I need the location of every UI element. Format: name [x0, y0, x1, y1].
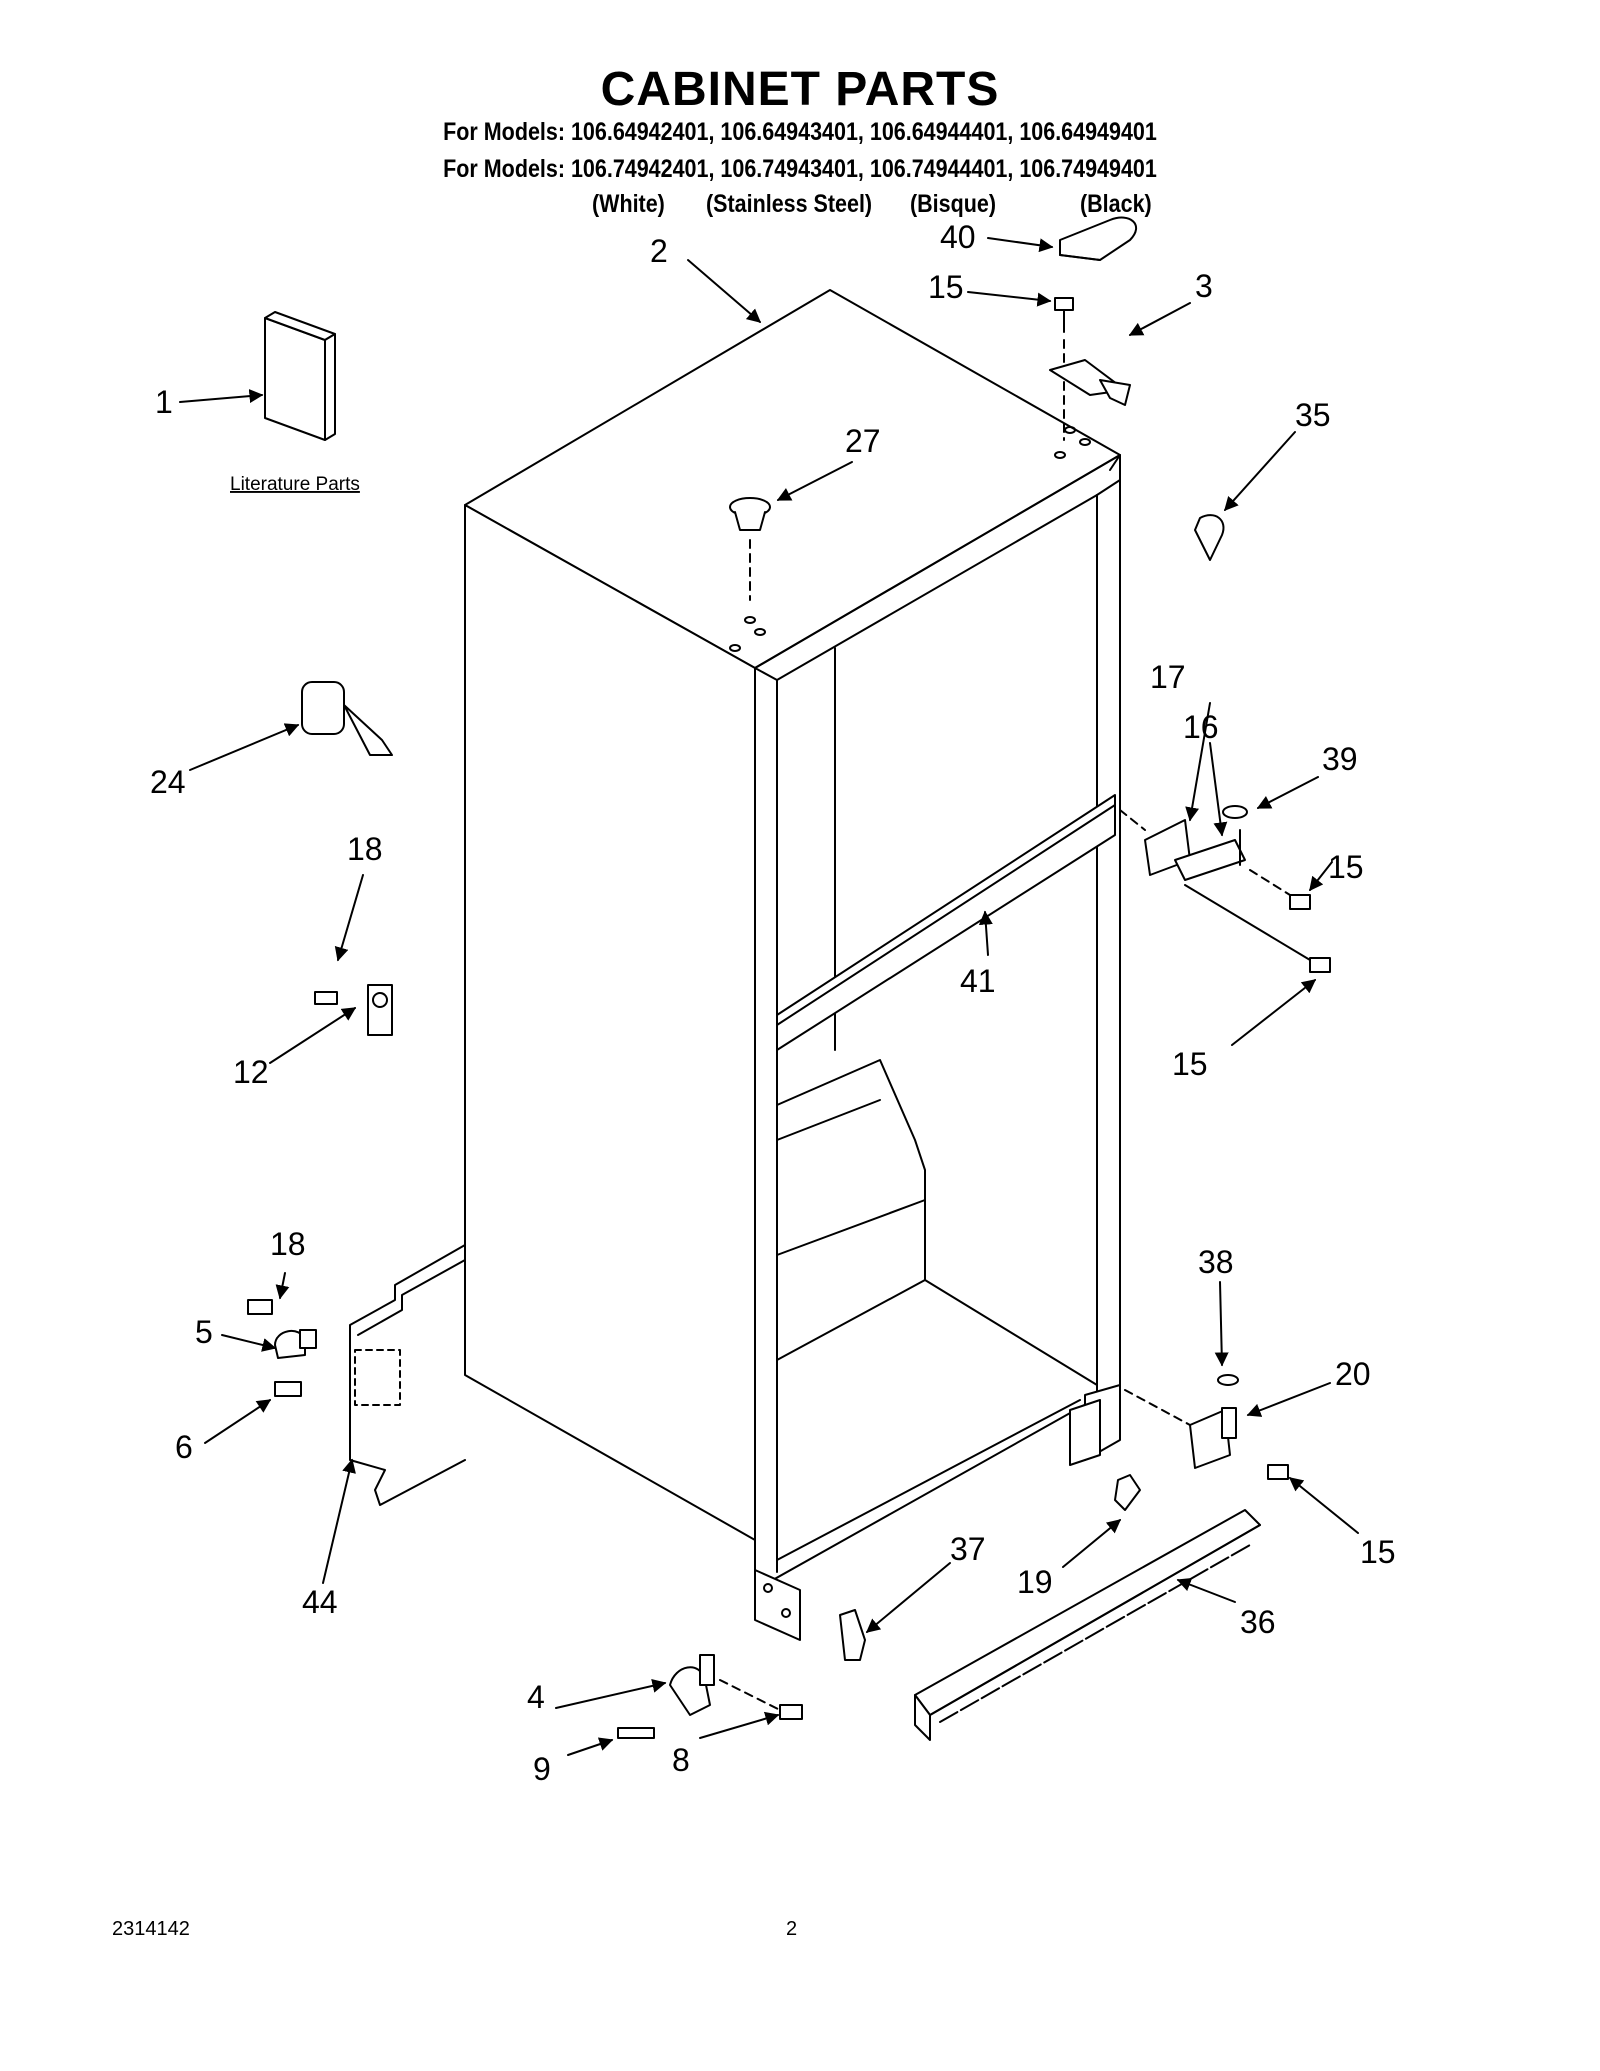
literature-parts-icon: [264, 311, 336, 441]
plug-part-27: [729, 497, 771, 601]
callout-36: 36: [1240, 1604, 1276, 1640]
callout-18-bottom: 18: [270, 1226, 306, 1262]
color-legend: (White) (Stainless Steel) (Bisque) (Blac…: [0, 190, 1600, 224]
screw-part-15-top: [1054, 297, 1074, 441]
page-title: CABINET PARTS: [600, 63, 1000, 116]
callout-16: 16: [1183, 709, 1219, 745]
callout-4: 4: [527, 1679, 545, 1715]
callout-27: 27: [845, 423, 881, 459]
clip-parts-19-37: [839, 1474, 1141, 1661]
callout-17: 17: [1150, 659, 1186, 695]
callout-39: 39: [1322, 741, 1358, 777]
hinge-top-part-3: [1049, 359, 1131, 406]
hinge-middle-parts-16-17: [1119, 805, 1311, 961]
literature-parts-label: Literature Parts: [230, 474, 360, 495]
callout-8: 8: [672, 1742, 690, 1778]
cap-part-35: [1194, 514, 1225, 561]
callout-labels: 1 2 3 4 5 6 8 9 12 15 15 15 15 16 17 18 …: [150, 219, 1396, 1787]
callout-40: 40: [940, 219, 976, 255]
screw-part-15-middle: [1289, 894, 1331, 973]
leveler-parts-4-8-9: [617, 1654, 803, 1739]
color-bisque: (Bisque): [910, 190, 996, 218]
callout-24: 24: [150, 764, 186, 800]
callout-20: 20: [1335, 1356, 1371, 1392]
callout-19: 19: [1017, 1564, 1053, 1600]
document-number: 2314142: [112, 1918, 190, 1940]
clamp-parts-5-6-18: [247, 1299, 317, 1397]
callout-5: 5: [195, 1314, 213, 1350]
callout-15-top: 15: [928, 269, 964, 305]
color-stainless: (Stainless Steel): [706, 190, 873, 218]
spacer-part-24: [301, 681, 393, 756]
callout-35: 35: [1295, 397, 1331, 433]
page-number: 2: [786, 1918, 798, 1940]
callout-3: 3: [1195, 268, 1213, 304]
callout-15-middle: 15: [1328, 849, 1364, 885]
callout-2: 2: [650, 233, 668, 269]
models-line-1: For Models: 106.64942401, 106.64943401, …: [443, 118, 1157, 146]
callout-1: 1: [155, 384, 173, 420]
models-line-2: For Models: 106.74942401, 106.74943401, …: [443, 155, 1157, 183]
leader-lines: [179, 237, 1359, 1756]
door-stop-part-12: [314, 984, 393, 1036]
callout-9: 9: [533, 1751, 551, 1787]
callout-37: 37: [950, 1531, 986, 1567]
grille-part-36: [914, 1509, 1261, 1741]
top-cover-part-40: [1059, 216, 1138, 261]
callout-44: 44: [302, 1584, 338, 1620]
callout-15-bottom: 15: [1360, 1534, 1396, 1570]
callout-15-lower: 15: [1172, 1046, 1208, 1082]
callout-41: 41: [960, 963, 996, 999]
callout-38: 38: [1198, 1244, 1234, 1280]
color-black: (Black): [1080, 190, 1152, 218]
cabinet-body: [349, 289, 1121, 1641]
callout-18-top: 18: [347, 831, 383, 867]
color-white: (White): [592, 190, 665, 218]
bottom-hinge-part-20: [1124, 1374, 1289, 1480]
callout-6: 6: [175, 1429, 193, 1465]
callout-12: 12: [233, 1054, 269, 1090]
